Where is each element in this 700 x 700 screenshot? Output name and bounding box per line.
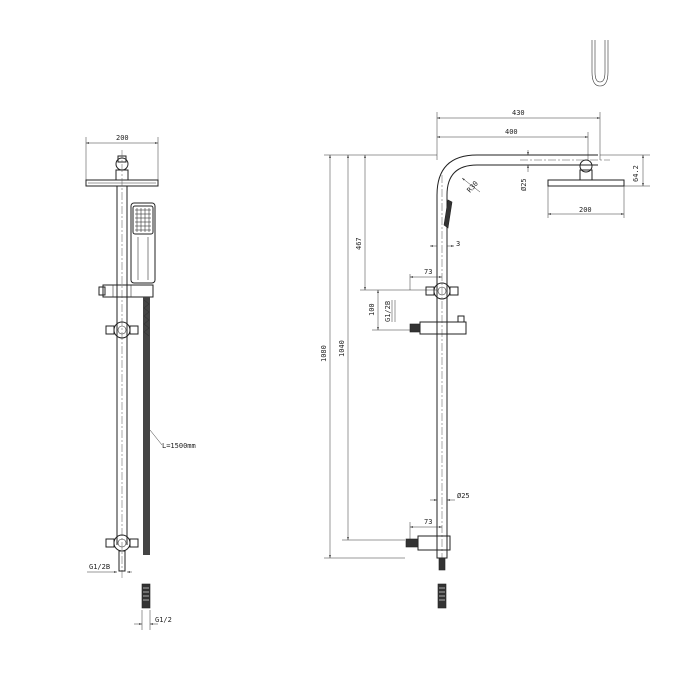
left-outlet-thread-label: G1/2B	[89, 563, 110, 571]
left-hand-shower	[130, 202, 156, 284]
diverter-valve: 3 73	[409, 199, 460, 300]
height-dimensions: 1080 1040 467	[320, 154, 437, 559]
left-mid-wall-bracket	[105, 321, 139, 339]
right-head-width-label: 200	[579, 206, 592, 214]
spray-nozzle-grid	[135, 208, 151, 232]
right-view: 430 400 R30 Ø25	[320, 40, 650, 609]
riser-diameter-label: Ø25	[457, 492, 470, 500]
riser-height-label: 1040	[338, 340, 346, 357]
riser-diameter-dimension: Ø25	[430, 492, 470, 501]
left-outlet-thread-dimension: G1/2B	[87, 563, 132, 573]
left-head-width-dimension: 200	[85, 134, 159, 180]
overall-height-label: 1080	[320, 345, 328, 362]
left-hose-connector: G1/2	[134, 583, 172, 630]
head-offset-label: 64.2	[632, 165, 640, 182]
hand-shower-hook	[591, 40, 609, 87]
left-hose: L=1500mm	[143, 297, 196, 555]
right-bottom-connector	[437, 583, 447, 609]
upper-height-label: 467	[355, 237, 363, 250]
arm-reach-total-label: 430	[512, 109, 525, 117]
hose-thread-label: G1/2	[155, 616, 172, 624]
divert-gap-label: 3	[456, 240, 460, 248]
right-outlet-thread-label: G1/2B	[384, 301, 392, 322]
outlet-union: 100 G1/2B	[368, 290, 467, 335]
hose-length-label: L=1500mm	[162, 442, 196, 450]
left-head-width-label: 200	[116, 134, 129, 142]
base-offset-label: 73	[424, 518, 432, 526]
left-riser-rail	[116, 150, 128, 580]
bend-radius-label: R30	[466, 180, 480, 195]
left-lower-bracket	[105, 534, 139, 572]
arm-diameter-dimension: Ø25	[520, 150, 529, 191]
arm-diameter-label: Ø25	[520, 178, 528, 191]
arm-reach-dimensions: 430 400	[436, 109, 601, 160]
divert-offset-label: 73	[424, 268, 432, 276]
base-fitting: 73	[405, 518, 451, 571]
bend-radius-dimension: R30	[461, 177, 481, 195]
head-offset-dimension: 64.2	[600, 154, 650, 187]
arm-reach-label: 400	[505, 128, 518, 136]
left-view: 200	[85, 134, 196, 630]
outlet-height-label: 100	[368, 303, 376, 316]
overhead-arm	[436, 154, 610, 570]
left-slide-bracket	[98, 284, 154, 298]
right-shower-head: 200	[547, 159, 625, 218]
